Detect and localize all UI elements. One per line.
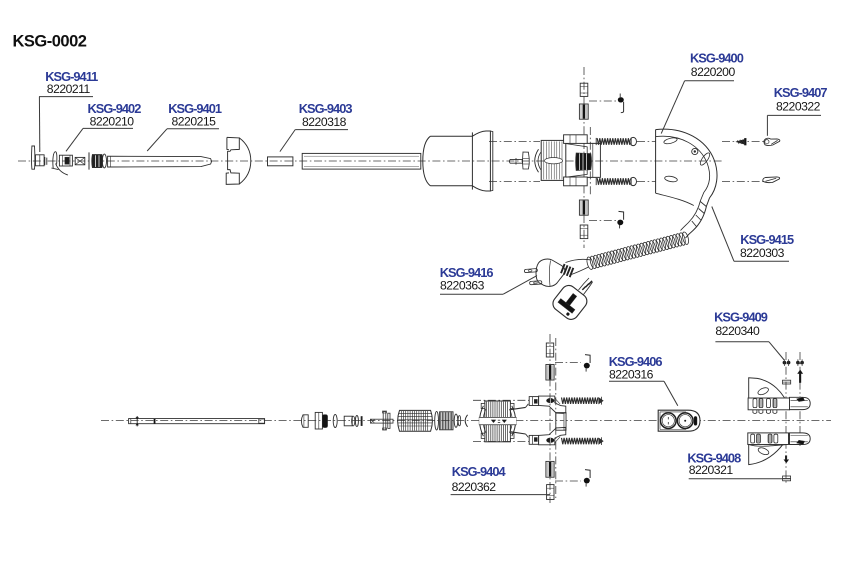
svg-text:KSG-9400: KSG-9400 <box>690 50 744 65</box>
svg-text:KSG-0002: KSG-0002 <box>13 33 87 51</box>
svg-text:8220303: 8220303 <box>740 246 785 260</box>
svg-text:8220340: 8220340 <box>715 324 760 338</box>
svg-text:8220322: 8220322 <box>776 99 821 113</box>
svg-text:8220363: 8220363 <box>440 279 485 293</box>
svg-text:KSG-9415: KSG-9415 <box>740 232 794 247</box>
svg-text:8220211: 8220211 <box>47 82 91 96</box>
svg-text:8220321: 8220321 <box>689 463 734 477</box>
svg-text:8220210: 8220210 <box>90 114 135 128</box>
svg-text:KSG-9404: KSG-9404 <box>452 464 507 479</box>
svg-text:8220318: 8220318 <box>302 115 347 129</box>
svg-text:8220200: 8220200 <box>691 65 736 79</box>
svg-text:8220362: 8220362 <box>452 480 497 494</box>
svg-text:8220316: 8220316 <box>609 368 654 382</box>
svg-text:8220215: 8220215 <box>172 114 217 128</box>
svg-text:KSG-9407: KSG-9407 <box>774 85 828 100</box>
svg-text:KSG-9409: KSG-9409 <box>714 310 768 325</box>
